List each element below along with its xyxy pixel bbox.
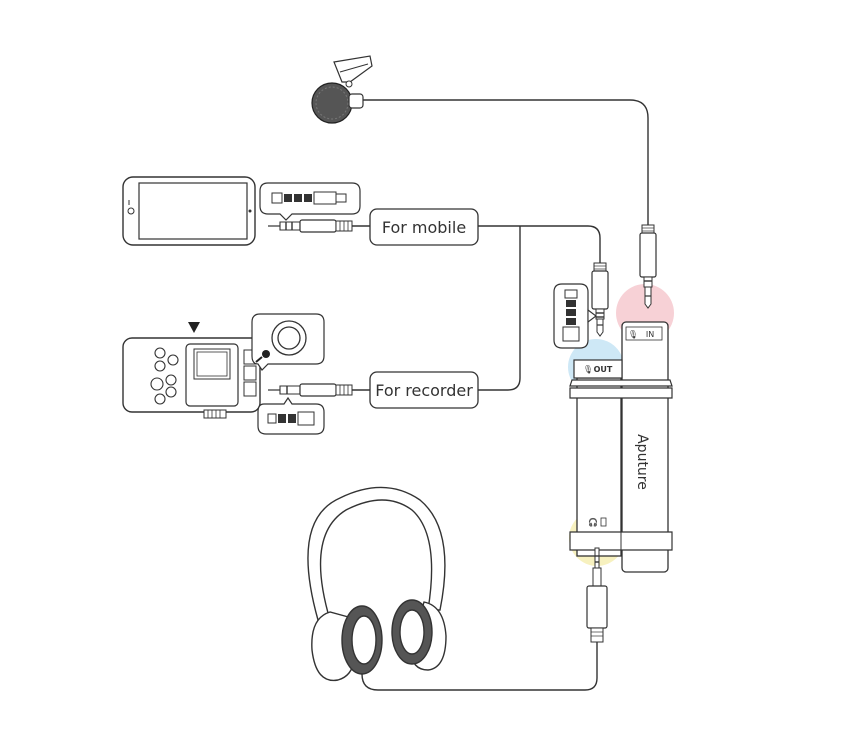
smartphone [122, 176, 256, 246]
recorder-plug-callout [257, 396, 325, 435]
headphone-icon: 🎧 [588, 517, 598, 527]
audio-recorder [122, 322, 261, 419]
mobile-label-box: For mobile [369, 208, 479, 246]
mobile-plug [268, 219, 353, 233]
mobile-plug-callout [259, 182, 361, 221]
headphones [307, 486, 447, 682]
lav-cable [360, 99, 649, 225]
recorder-label-box: For recorder [369, 371, 479, 409]
out-cable [520, 225, 601, 263]
in-port-label: IN [646, 330, 654, 339]
microphone-icon: 🎙 [628, 330, 638, 339]
microphone-icon-out: 🎙 [583, 365, 593, 374]
out-plug-callout [553, 283, 597, 349]
recorder-cable [478, 226, 521, 391]
recorder-mic-callout [251, 313, 325, 371]
aputure-adapter: 🎙 IN 🎙 OUT 🎧 Aputure [569, 321, 673, 573]
headphone-cable [361, 642, 598, 691]
mobile-label: For mobile [382, 218, 466, 237]
brand-label: Aputure [634, 434, 650, 490]
out-plug [591, 262, 609, 337]
cables [352, 99, 649, 691]
battery-icon [600, 517, 607, 527]
recorder-plug [268, 383, 353, 397]
recorder-label: For recorder [375, 381, 473, 400]
out-port-label: OUT [594, 365, 613, 374]
lavalier-microphone [311, 55, 373, 124]
triangle-down-icon [188, 322, 200, 333]
in-plug [639, 224, 657, 309]
headphone-plug [586, 547, 608, 643]
